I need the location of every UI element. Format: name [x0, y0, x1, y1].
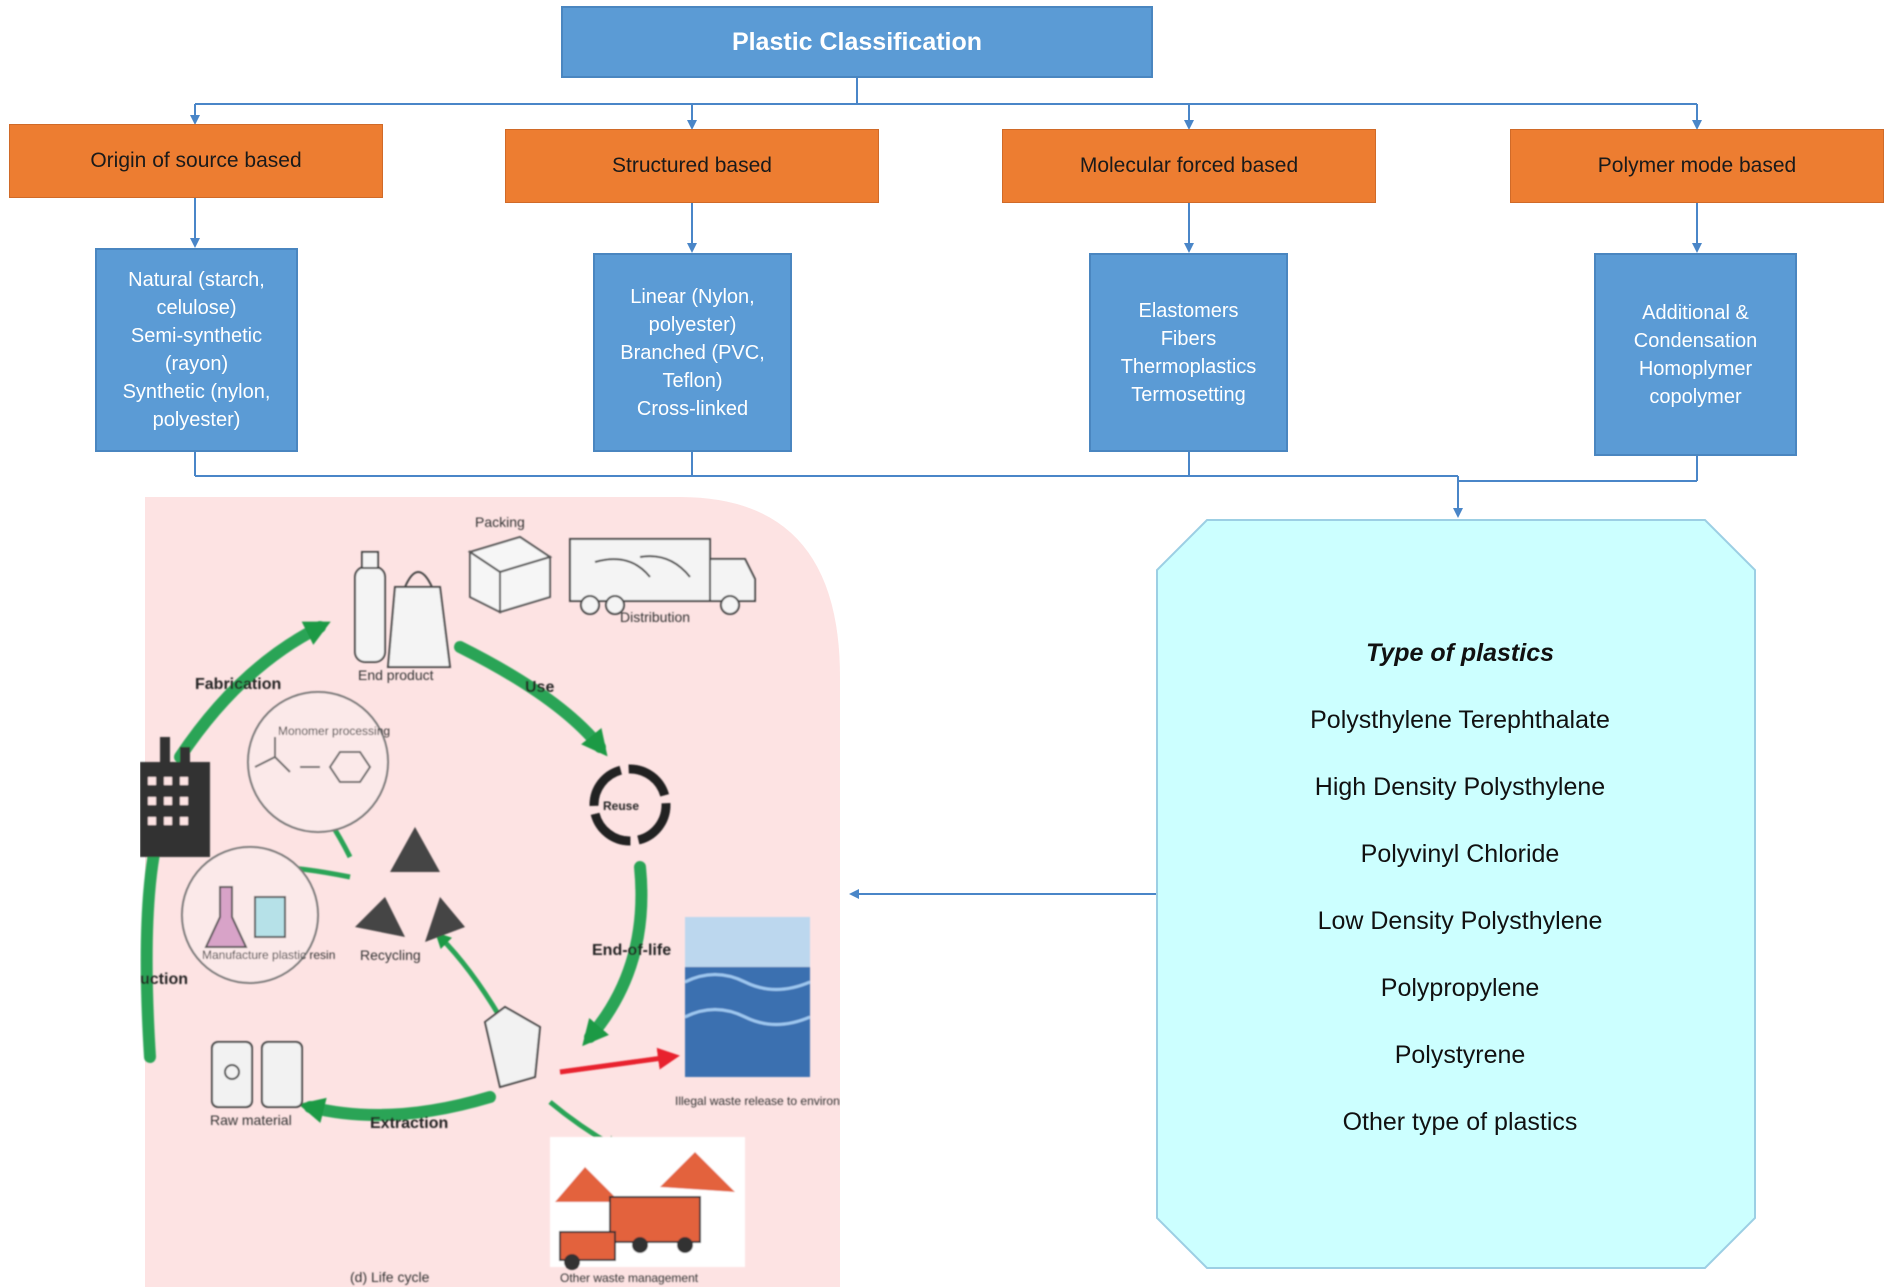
- structure-subtypes-box: Linear (Nylon, polyester) Branched (PVC,…: [593, 253, 792, 452]
- plastic-life-cycle-illustration: Packing Distribution End product Use Reu…: [140, 497, 840, 1287]
- structure-line: Teflon): [662, 369, 723, 392]
- end-product-label: End product: [358, 667, 434, 683]
- distribution-label: Distribution: [620, 609, 690, 625]
- plastic-type-item: Low Density Polysthylene: [1317, 907, 1603, 935]
- production-label: uction: [140, 971, 188, 988]
- origin-line: polyester): [152, 409, 241, 431]
- end-of-life-label: End-of-life: [592, 942, 671, 959]
- molecular-line: Termosetting: [1131, 383, 1246, 406]
- use-label: Use: [525, 679, 554, 696]
- origin-line: celulose): [156, 297, 237, 319]
- ocean-pollution-icon: [684, 917, 811, 1077]
- polymer-mode-line: Additional &: [1642, 301, 1749, 324]
- illegal-release-arrow: [559, 1047, 680, 1075]
- manufacture-resin-icon: [181, 846, 319, 984]
- polymer-mode-line: copolymer: [1649, 385, 1742, 408]
- illegal-waste-label: Illegal waste release to environment: [675, 1094, 840, 1108]
- life-cycle-caption: (d) Life cycle: [350, 1269, 430, 1285]
- packing-label: Packing: [475, 514, 525, 530]
- use-arrow: [454, 641, 608, 757]
- plastic-type-item: Polystyrene: [1394, 1041, 1526, 1069]
- molecular-subtypes-box: Elastomers Fibers Thermoplastics Termose…: [1089, 253, 1288, 452]
- end-of-life-arrow: [582, 861, 648, 1047]
- types-of-plastics-list: Type of plastics Polysthylene Terephthal…: [1160, 620, 1760, 1156]
- other-waste-label: Other waste management: [560, 1271, 699, 1285]
- molecular-line: Elastomers: [1138, 299, 1239, 322]
- origin-line: (rayon): [164, 353, 229, 375]
- structure-line: Branched (PVC,: [620, 341, 765, 364]
- waste-pile-icon: [483, 1005, 542, 1089]
- recycling-arrow: [435, 932, 503, 1019]
- polymer-mode-subtypes-box: Additional & Condensation Homoplymer cop…: [1594, 253, 1797, 456]
- plastic-type-item: Polysthylene Terephthalate: [1310, 706, 1610, 734]
- types-heading: Type of plastics: [1365, 639, 1554, 667]
- structure-line: Cross-linked: [636, 397, 749, 420]
- origin-line: Semi-synthetic: [130, 325, 263, 347]
- fabrication-arrow: [174, 621, 331, 763]
- end-product-icon: [354, 551, 452, 668]
- origin-line: Synthetic (nylon,: [122, 381, 271, 403]
- monomer-processing-label: Monomer processing: [278, 724, 390, 738]
- fabrication-label: Fabrication: [195, 676, 281, 693]
- origin-line: Natural (starch,: [128, 269, 265, 291]
- recycling-label: Recycling: [360, 947, 421, 963]
- molecular-line: Fibers: [1160, 327, 1217, 350]
- packing-box-icon: [467, 535, 553, 614]
- origin-subtypes-box: Natural (starch, celulose) Semi-syntheti…: [95, 248, 298, 452]
- factory-icon: [140, 737, 210, 857]
- polymer-mode-line: Condensation: [1633, 329, 1758, 352]
- raw-material-label: Raw material: [210, 1112, 292, 1128]
- recycling-icon: [355, 827, 465, 942]
- category-origin-of-source: Origin of source based: [9, 124, 383, 198]
- category-molecular-forced: Molecular forced based: [1002, 129, 1376, 203]
- plastic-type-item: Polypropylene: [1380, 974, 1540, 1002]
- monomer-processing-icon: [247, 691, 389, 833]
- reuse-label: Reuse: [603, 799, 639, 813]
- types-of-plastics-box: [1156, 519, 1756, 1269]
- plastic-type-item: Other type of plastics: [1342, 1108, 1578, 1136]
- distribution-truck-icon: [569, 538, 756, 615]
- waste-management-scene-icon: [550, 1137, 745, 1270]
- structure-line: Linear (Nylon,: [630, 285, 755, 308]
- extraction-arrow: [298, 1091, 496, 1124]
- polymer-mode-line: Homoplymer: [1638, 357, 1753, 380]
- molecular-line: Thermoplastics: [1120, 355, 1257, 378]
- raw-material-barrels-icon: [211, 1041, 303, 1108]
- plastic-type-item: High Density Polysthylene: [1314, 773, 1606, 801]
- plastic-classification-title: Plastic Classification: [561, 6, 1153, 78]
- structure-line: polyester): [648, 313, 737, 336]
- category-structured: Structured based: [505, 129, 879, 203]
- manufacture-resin-label: Manufacture plastic resin: [202, 948, 335, 962]
- plastic-type-item: Polyvinyl Chloride: [1360, 840, 1560, 868]
- reuse-icon: [589, 764, 671, 846]
- category-polymer-mode: Polymer mode based: [1510, 129, 1884, 203]
- extraction-label: Extraction: [370, 1115, 448, 1132]
